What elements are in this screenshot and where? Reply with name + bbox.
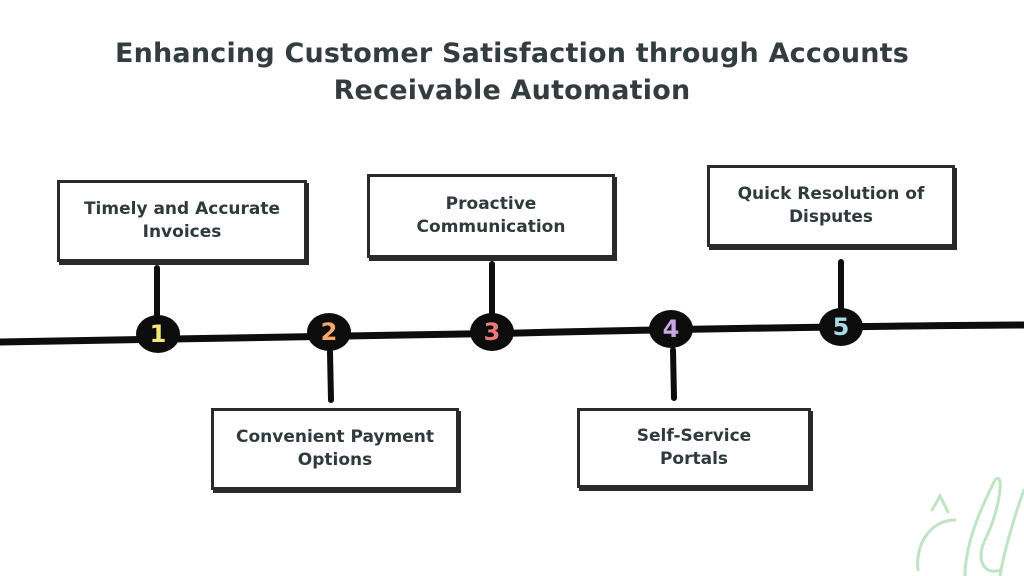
diagram-title-line2: Receivable Automation (333, 75, 691, 106)
step-box-1: Timely and Accurate Invoices (57, 180, 307, 262)
step-box-4: Self-Service Portals (577, 408, 811, 488)
step-box-2: Convenient Payment Options (211, 408, 459, 490)
step-box-3: Proactive Communication (367, 174, 615, 258)
step-label-2: Convenient Payment Options (236, 427, 434, 470)
step-label-4: Self-Service Portals (636, 426, 752, 469)
connector-4 (670, 347, 677, 401)
step-number-3: 3 (470, 313, 514, 351)
step-box-5: Quick Resolution of Disputes (707, 165, 955, 247)
step-label-1: Timely and Accurate Invoices (83, 199, 281, 242)
diagram-title-line1: Enhancing Customer Satisfaction through … (114, 38, 910, 69)
connector-2 (327, 349, 334, 403)
step-number-1: 1 (136, 315, 180, 353)
step-label-5: Quick Resolution of Disputes (737, 184, 925, 227)
step-label-3: Proactive Communication (416, 194, 566, 237)
step-number-2: 2 (307, 313, 351, 351)
step-number-5: 5 (819, 308, 863, 346)
step-number-4: 4 (649, 310, 693, 348)
watermark-logo-icon (916, 476, 1024, 576)
